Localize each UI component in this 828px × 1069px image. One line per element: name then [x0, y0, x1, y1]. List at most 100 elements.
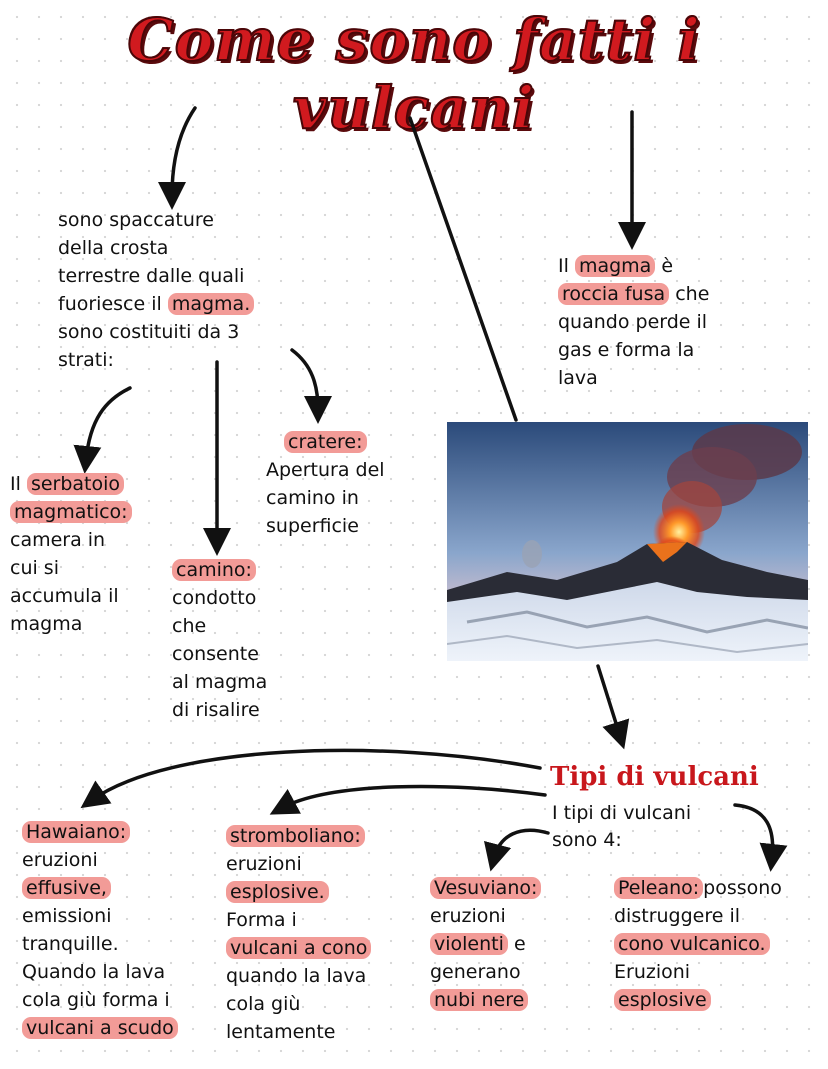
serbatoio-line: magma — [10, 613, 83, 635]
cratere-line: Apertura del — [266, 459, 385, 481]
stromboliano-block: stromboliano: eruzioni esplosive. Forma … — [226, 822, 372, 1046]
vesuviano-text-part: e — [513, 933, 526, 955]
cratere-block: cratere: Apertura del camino in superfic… — [266, 428, 385, 540]
highlight-cono-vulcanico: cono vulcanico. — [614, 933, 770, 955]
magma-text-part: che — [675, 283, 710, 305]
highlight-magma: magma. — [167, 293, 255, 315]
hawaiano-line: tranquille. — [22, 933, 119, 955]
stromboliano-line: vulcani a cono — [226, 934, 372, 962]
serbatoio-line: accumula il — [10, 585, 119, 607]
magma-text-part: è — [661, 255, 674, 277]
intro-line: della crosta — [58, 237, 169, 259]
types-title: Tipi di vulcani — [550, 762, 759, 792]
camino-line: camino: — [172, 556, 267, 584]
highlight-vulcani-a-scudo: vulcani a scudo — [22, 1017, 178, 1039]
stromboliano-line: Forma i — [226, 909, 297, 931]
camino-line: che — [172, 615, 207, 637]
peleano-line: esplosive — [614, 986, 782, 1014]
vesuviano-line: generano — [430, 961, 521, 983]
camino-line: al magma — [172, 671, 268, 693]
magma-line: roccia fusa che — [558, 280, 709, 308]
vesuviano-line: nubi nere — [430, 986, 541, 1014]
highlight-serbatoio: serbatoio — [26, 473, 125, 495]
types-line: sono 4: — [552, 829, 622, 851]
highlight-vulcani-a-cono: vulcani a cono — [226, 937, 372, 959]
serbatoio-line: Il serbatoio — [10, 470, 132, 498]
cratere-line: cratere: — [266, 428, 385, 456]
stromboliano-line: esplosive. — [226, 878, 371, 906]
hawaiano-line: effusive, — [22, 874, 178, 902]
stromboliano-line: stromboliano: — [226, 822, 371, 850]
hawaiano-line: Hawaiano: — [22, 818, 178, 846]
hawaiano-line: eruzioni — [22, 849, 98, 871]
highlight-camino: camino: — [172, 559, 256, 581]
hawaiano-block: Hawaiano: eruzioni effusive, emissioni t… — [22, 818, 178, 1042]
stromboliano-line: eruzioni — [226, 853, 302, 875]
peleano-line: distruggere il — [614, 905, 741, 927]
camino-line: condotto — [172, 587, 257, 609]
serbatoio-block: Il serbatoio magmatico: camera in cui si… — [10, 470, 132, 638]
magma-line: gas e forma la — [558, 339, 695, 361]
highlight-roccia-fusa: roccia fusa — [558, 283, 670, 305]
arrow-to-stromboliano — [269, 784, 547, 815]
types-intro: I tipi di vulcani sono 4: — [552, 800, 691, 854]
peleano-block: Peleano:possono distruggere il cono vulc… — [614, 874, 782, 1014]
hawaiano-line: Quando la lava — [22, 961, 166, 983]
intro-line: sono costituiti da 3 — [58, 321, 240, 343]
peleano-line: cono vulcanico. — [614, 930, 782, 958]
intro-text: sono spaccature della crosta terrestre d… — [58, 206, 255, 374]
arrow-photo-to-types — [596, 664, 630, 750]
peleano-line: Eruzioni — [614, 961, 691, 983]
vesuviano-line: violenti e — [430, 930, 541, 958]
magma-line: quando perde il — [558, 311, 708, 333]
highlight-peleano: Peleano: — [614, 877, 704, 899]
highlight-violenti: violenti — [430, 933, 508, 955]
highlight-vesuviano: Vesuviano: — [430, 877, 542, 899]
peleano-text-part: possono — [703, 877, 782, 899]
intro-line: fuoriesce il magma. — [58, 290, 255, 318]
hawaiano-line: vulcani a scudo — [22, 1014, 178, 1042]
cratere-line: superficie — [266, 515, 359, 537]
hawaiano-line: cola giù forma i — [22, 989, 170, 1011]
peleano-line: Peleano:possono — [614, 874, 782, 902]
hawaiano-line: emissioni — [22, 905, 112, 927]
cratere-line: camino in — [266, 487, 359, 509]
magma-line: Il magma è — [558, 252, 709, 280]
arrow-to-peleano — [733, 803, 788, 872]
stromboliano-line: cola giù — [226, 993, 301, 1015]
volcano-eruption-image — [447, 422, 808, 661]
arrow-to-hawaiano — [80, 748, 542, 809]
vesuviano-line: Vesuviano: — [430, 874, 542, 902]
camino-line: di risalire — [172, 699, 260, 721]
highlight-nubi-nere: nubi nere — [430, 989, 529, 1011]
highlight-magma: magma — [574, 255, 656, 277]
types-line: I tipi di vulcani — [552, 802, 692, 824]
highlight-cratere: cratere: — [284, 431, 367, 453]
highlight-esplosive: esplosive. — [226, 881, 329, 903]
serbatoio-text-part: Il — [10, 473, 21, 495]
intro-text-part: fuoriesce il — [58, 293, 162, 315]
arrow-to-serbatoio — [73, 386, 132, 474]
vesuviano-line: eruzioni — [430, 905, 506, 927]
intro-line: sono spaccature — [58, 209, 214, 231]
vesuviano-block: Vesuviano: eruzioni violenti e generano … — [430, 874, 542, 1014]
serbatoio-line: cui si — [10, 557, 59, 579]
camino-block: camino: condotto che consente al magma d… — [172, 556, 267, 724]
magma-text-part: Il — [558, 255, 569, 277]
intro-line: terrestre dalle quali — [58, 265, 245, 287]
highlight-hawaiano: Hawaiano: — [22, 821, 131, 843]
stromboliano-line: quando la lava — [226, 965, 367, 987]
highlight-effusive: effusive, — [22, 877, 111, 899]
intro-line: strati: — [58, 349, 114, 371]
stromboliano-line: lentamente — [226, 1021, 336, 1043]
arrow-to-cratere — [290, 348, 332, 424]
magma-definition: Il magma è roccia fusa che quando perde … — [558, 252, 709, 392]
page-title: Come sono fatti i vulcani — [126, 5, 701, 143]
serbatoio-line: camera in — [10, 529, 106, 551]
highlight-esplosive: esplosive — [614, 989, 711, 1011]
highlight-magmatico: magmatico: — [10, 501, 132, 523]
serbatoio-line: magmatico: — [10, 498, 132, 526]
magma-line: lava — [558, 367, 598, 389]
camino-line: consente — [172, 643, 259, 665]
